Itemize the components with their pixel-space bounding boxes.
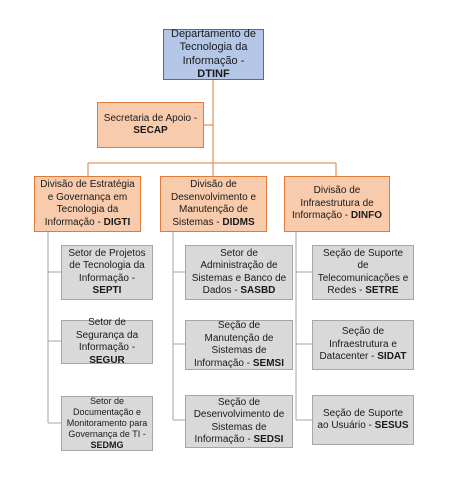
- division-title: Divisão de Estratégia e Governança em Te…: [40, 179, 135, 228]
- unit-box-setre: Seção de Suporte de Telecomunicações e R…: [312, 245, 414, 300]
- unit-title: Seção de Suporte de Telecomunicações e R…: [317, 247, 409, 297]
- division-code: DIGTI: [103, 216, 131, 228]
- support-title: Secretaria de Apoio -: [103, 112, 198, 124]
- unit-code: SEDMG: [90, 440, 124, 450]
- root-department-box: Departamento de Tecnologia da Informação…: [163, 27, 264, 80]
- support-secretariat-box: Secretaria de Apoio - SECAP: [97, 102, 204, 148]
- unit-title: Seção de Suporte ao Usuário -: [317, 407, 404, 432]
- division-title: Divisão de Desenvolvimento e Manutenção …: [170, 179, 257, 228]
- unit-box-septi: Setor de Projetos de Tecnologia da Infor…: [61, 245, 153, 300]
- unit-box-sedsi: Seção de Desenvolvimento de Sistemas de …: [185, 395, 293, 448]
- unit-code: SASBD: [240, 285, 276, 296]
- unit-box-sidat: Seção de Infraestrutura e Datacenter - S…: [312, 320, 414, 370]
- division-box-digti: Divisão de Estratégia e Governança em Te…: [34, 176, 141, 232]
- division-code: DIDMS: [222, 216, 255, 228]
- unit-code: SEGUR: [89, 354, 125, 366]
- unit-title: Setor de Documentação e Monitoramento pa…: [66, 396, 148, 439]
- unit-title: Setor de Administração de Sistemas e Ban…: [191, 247, 287, 297]
- root-title: Departamento de Tecnologia da Informação…: [171, 27, 256, 67]
- unit-box-sedmg: Setor de Documentação e Monitoramento pa…: [61, 396, 153, 451]
- division-code: DINFO: [350, 210, 383, 222]
- unit-box-sasbd: Setor de Administração de Sistemas e Ban…: [185, 245, 293, 300]
- unit-code: SETRE: [365, 285, 399, 296]
- unit-title: Setor de Segurança da Informação -: [75, 317, 139, 353]
- unit-title: Seção de Desenvolvimento de Sistemas de …: [193, 396, 285, 446]
- division-box-dinfo: Divisão de Infraestrutura de Informação …: [284, 176, 390, 232]
- support-code: SECAP: [133, 125, 168, 136]
- unit-code: SEMSI: [252, 357, 285, 369]
- division-box-didms: Divisão de Desenvolvimento e Manutenção …: [160, 176, 267, 232]
- unit-box-semsi: Seção de Manutenção de Sistemas de Infor…: [185, 320, 293, 370]
- unit-code: SEPTI: [92, 285, 122, 296]
- unit-title: Seção de Manutenção de Sistemas de Infor…: [193, 320, 274, 369]
- unit-title: Setor de Projetos de Tecnologia da Infor…: [68, 247, 146, 284]
- unit-code: SEDSI: [253, 434, 284, 445]
- division-title: Divisão de Infraestrutura de Informação …: [291, 185, 374, 222]
- unit-box-segur: Setor de Segurança da Informação - SEGUR: [61, 317, 153, 366]
- unit-title: Seção de Infraestrutura e Datacenter -: [319, 326, 397, 363]
- unit-code: SESUS: [374, 420, 409, 431]
- unit-box-sesus: Seção de Suporte ao Usuário - SESUS: [312, 395, 414, 445]
- root-code: DTINF: [197, 68, 230, 80]
- unit-code: SIDAT: [377, 351, 407, 363]
